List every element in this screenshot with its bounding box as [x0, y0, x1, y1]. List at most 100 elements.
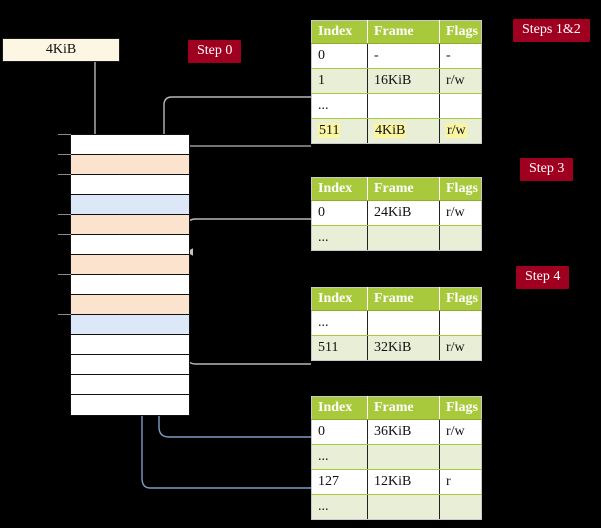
column-header-index: Index [311, 20, 368, 44]
highlight-flags: r/w [446, 123, 467, 138]
memory-row [71, 295, 189, 315]
cell-frame: - [367, 43, 440, 69]
cell-index: 511 [311, 335, 368, 361]
cell-flags: r/w [439, 335, 482, 361]
cell-frame: 12KiB [367, 469, 440, 495]
table-row[interactable]: 511 32KiB r/w [311, 335, 482, 361]
column-header-index: Index [311, 287, 368, 311]
badge-step-3: Step 3 [520, 158, 574, 181]
table-row[interactable]: 127 12KiB r [311, 469, 482, 495]
cell-index: ... [311, 225, 368, 251]
wire-steps12-b [177, 145, 311, 219]
cell-index: 0 [311, 200, 368, 226]
column-header-frame: Frame [367, 287, 440, 311]
badge-steps-1-2: Steps 1&2 [513, 19, 590, 42]
table-row[interactable]: ... [311, 494, 482, 520]
cell-flags: r/w [439, 118, 482, 144]
cell-index: 0 [311, 43, 368, 69]
cell-frame [367, 494, 440, 520]
memory-tick [58, 154, 71, 155]
cell-frame [367, 444, 440, 470]
page-table-level-1: Index Frame Flags 0 36KiB r/w ... 127 12… [311, 396, 482, 520]
page-table-level-4: Index Frame Flags 0 - - 1 16KiB r/w ... [311, 20, 482, 144]
column-header-index: Index [311, 177, 368, 201]
column-header-frame: Frame [367, 20, 440, 44]
wire-step3 [185, 218, 311, 256]
column-header-frame: Frame [367, 396, 440, 420]
cell-frame [367, 93, 440, 119]
column-header-flags: Flags [439, 177, 482, 201]
cell-index: ... [311, 310, 368, 336]
badge-step-4: Step 4 [516, 266, 570, 289]
page-table-level-3: Index Frame Flags 0 24KiB r/w ... [311, 177, 482, 251]
table-row[interactable]: ... [311, 444, 482, 470]
cell-index: 127 [311, 469, 368, 495]
memory-row [71, 155, 189, 175]
highlight-frame: 4KiB [374, 123, 407, 138]
memory-row [71, 195, 189, 215]
cell-frame: 32KiB [367, 335, 440, 361]
cell-index: 511 [311, 118, 368, 144]
memory-tick [58, 174, 71, 175]
wire-step4 [179, 316, 311, 365]
cell-flags [439, 494, 482, 520]
cell-flags: - [439, 43, 482, 69]
cell-flags: r [439, 469, 482, 495]
column-header-flags: Flags [439, 287, 482, 311]
memory-row [71, 175, 189, 195]
memory-row [71, 135, 189, 155]
cell-frame: 24KiB [367, 200, 440, 226]
highlight-index: 511 [318, 123, 341, 138]
table-header-row: Index Frame Flags [311, 396, 482, 420]
memory-row [71, 355, 189, 375]
memory-tick [58, 314, 71, 315]
memory-tick [58, 234, 71, 235]
cell-frame: 36KiB [367, 419, 440, 445]
table-row[interactable]: ... [311, 225, 482, 251]
cell-flags [439, 310, 482, 336]
memory-row [71, 315, 189, 335]
cell-flags: r/w [439, 200, 482, 226]
cell-index: ... [311, 494, 368, 520]
table-row[interactable]: 0 24KiB r/w [311, 200, 482, 226]
memory-row [71, 215, 189, 235]
cell-index: 0 [311, 419, 368, 445]
cell-flags: r/w [439, 68, 482, 94]
cell-frame [367, 310, 440, 336]
memory-row [71, 395, 189, 415]
cell-frame [367, 225, 440, 251]
table-header-row: Index Frame Flags [311, 177, 482, 201]
cell-index: 1 [311, 68, 368, 94]
cell-flags: r/w [439, 419, 482, 445]
table-header-row: Index Frame Flags [311, 20, 482, 44]
cell-flags [439, 225, 482, 251]
memory-row [71, 335, 189, 355]
table-row-highlighted[interactable]: 511 4KiB r/w [311, 118, 482, 144]
table-row[interactable]: 1 16KiB r/w [311, 68, 482, 94]
memory-row [71, 275, 189, 295]
table-row[interactable]: ... [311, 310, 482, 336]
table-row[interactable]: 0 36KiB r/w [311, 419, 482, 445]
column-header-flags: Flags [439, 396, 482, 420]
virtual-page-box: 4KiB [2, 38, 120, 62]
table-header-row: Index Frame Flags [311, 287, 482, 311]
memory-tick [58, 134, 71, 135]
column-header-frame: Frame [367, 177, 440, 201]
table-row[interactable]: 0 - - [311, 43, 482, 69]
table-row[interactable]: ... [311, 93, 482, 119]
cell-index: ... [311, 93, 368, 119]
cell-frame: 4KiB [367, 118, 440, 144]
memory-row [71, 255, 189, 275]
physical-memory-column [70, 134, 190, 416]
memory-row [71, 235, 189, 255]
memory-row [71, 375, 189, 395]
column-header-flags: Flags [439, 20, 482, 44]
cell-index: ... [311, 444, 368, 470]
memory-tick [58, 214, 71, 215]
cell-flags [439, 444, 482, 470]
memory-tick [58, 274, 71, 275]
column-header-index: Index [311, 396, 368, 420]
cell-frame: 16KiB [367, 68, 440, 94]
cell-flags [439, 93, 482, 119]
